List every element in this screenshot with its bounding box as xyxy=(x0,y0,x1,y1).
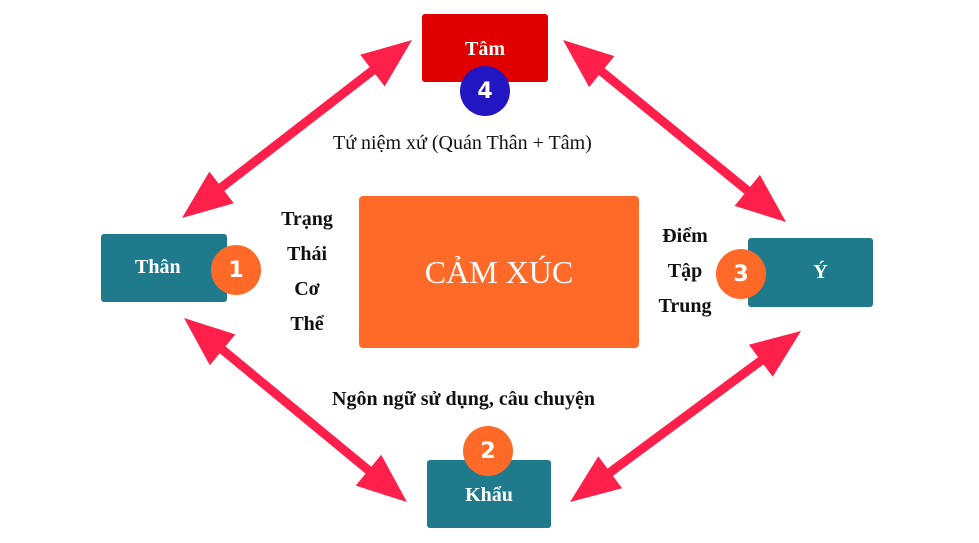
node-khau-label: Khẩu xyxy=(465,484,513,506)
arrow-than-khau xyxy=(184,318,407,502)
label-left-line-3: Cơ xyxy=(294,278,320,300)
node-tam-label: Tâm xyxy=(465,38,505,60)
label-left-line-1: Trạng xyxy=(281,208,333,230)
badge-4: 4 xyxy=(460,66,510,116)
center-box: CẢM XÚC xyxy=(359,196,639,348)
arrow-khau-y xyxy=(570,331,801,502)
arrow-tam-y xyxy=(563,40,786,222)
label-right-line-3: Trung xyxy=(658,295,712,317)
arrow-than-tam xyxy=(182,40,412,218)
label-top: Tứ niệm xứ (Quán Thân + Tâm) xyxy=(333,132,592,154)
label-left-line-2: Thái xyxy=(286,243,328,265)
node-y-label: Ý xyxy=(813,261,828,283)
node-than-label: Thân xyxy=(135,256,181,278)
label-bottom: Ngôn ngữ sử dụng, câu chuyện xyxy=(332,388,595,410)
label-right: Điểm Tập Trung xyxy=(650,219,720,324)
badge-2: 2 xyxy=(463,426,513,476)
node-y: Ý xyxy=(748,238,873,307)
center-label: CẢM XÚC xyxy=(424,253,574,290)
label-right-line-1: Điểm xyxy=(662,225,708,247)
badge-1: 1 xyxy=(211,245,261,295)
node-than: Thân xyxy=(101,234,227,302)
badge-3: 3 xyxy=(716,249,766,299)
label-right-line-2: Tập xyxy=(667,260,703,282)
label-left: Trạng Thái Cơ Thể xyxy=(275,202,339,342)
label-left-line-4: Thể xyxy=(290,313,324,335)
